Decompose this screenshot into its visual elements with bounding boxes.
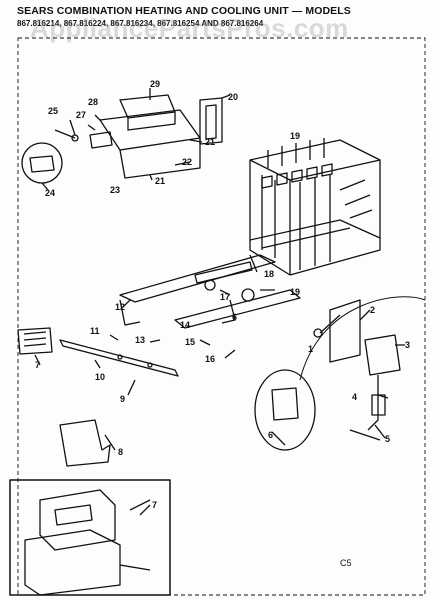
burner-rail-assembly bbox=[119, 254, 301, 329]
heat-exchanger bbox=[249, 138, 381, 276]
callout-10: 10 bbox=[95, 372, 105, 382]
control-box-assembly bbox=[54, 94, 223, 179]
callout-6a: 6 bbox=[232, 312, 237, 322]
callout-21: 20 bbox=[228, 92, 238, 102]
callout-7a: 7 bbox=[35, 360, 40, 370]
callout-2: 2 bbox=[370, 305, 375, 315]
callout-28: 27 bbox=[76, 110, 86, 120]
callout-24: 23 bbox=[110, 185, 120, 195]
callout-5: 5 bbox=[385, 434, 390, 444]
callout-4: 4 bbox=[352, 392, 357, 402]
callout-11: 11 bbox=[90, 326, 100, 336]
model-numbers: 867.816214, 867.816224, 867.816234, 867.… bbox=[17, 19, 264, 28]
pilot-burner-bar bbox=[59, 339, 179, 377]
callout-22a: 21 bbox=[205, 137, 215, 147]
callout-3: 3 bbox=[405, 340, 410, 350]
callout-23: 22 bbox=[182, 157, 192, 167]
diagram-title: SEARS COMBINATION HEATING AND COOLING UN… bbox=[17, 5, 351, 17]
callout-6b: 6 bbox=[268, 430, 273, 440]
callout-12: 12 bbox=[115, 302, 125, 312]
callout-29: 28 bbox=[88, 97, 98, 107]
callout-13: 13 bbox=[135, 335, 145, 345]
callout-16: 16 bbox=[205, 354, 215, 364]
callout-1: 1 bbox=[308, 344, 313, 354]
callout-7b: 7 bbox=[152, 500, 157, 510]
callout-14: 14 bbox=[180, 320, 190, 330]
callout-18: 18 bbox=[264, 269, 274, 279]
callout-27: 25 bbox=[48, 106, 58, 116]
detail-circle-pilot bbox=[254, 369, 316, 451]
callout-22b: 21 bbox=[155, 176, 165, 186]
callout-25: 24 bbox=[45, 188, 55, 198]
diagram-code: C5 bbox=[340, 558, 352, 568]
callout-19: 19 bbox=[290, 287, 300, 297]
gas-valve-small bbox=[17, 327, 53, 355]
diagram-border bbox=[17, 37, 426, 596]
callout-9: 9 bbox=[120, 394, 125, 404]
pilot-assembly-detail bbox=[313, 299, 401, 441]
callout-8: 8 bbox=[118, 447, 123, 457]
callout-20: 19 bbox=[290, 131, 300, 141]
callout-15: 15 bbox=[185, 337, 195, 347]
callout-30: 29 bbox=[150, 79, 160, 89]
gas-valve-inset bbox=[9, 479, 171, 596]
callout-17: 17 bbox=[220, 292, 230, 302]
bracket bbox=[59, 419, 111, 467]
detail-circle-valve-top bbox=[21, 142, 63, 184]
